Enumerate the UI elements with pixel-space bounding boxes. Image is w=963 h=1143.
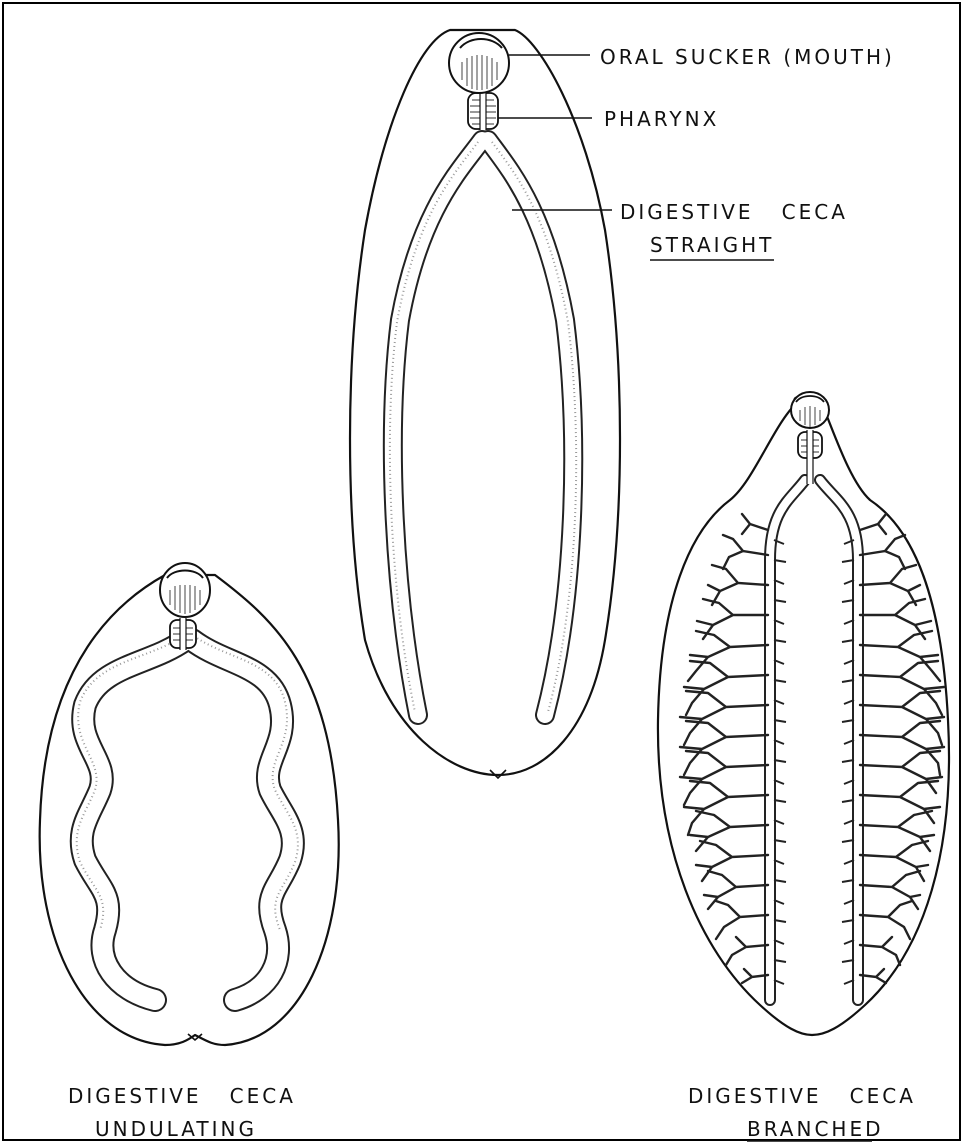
pharynx-straight [468,92,498,130]
label-digestive-ceca-top: DIGESTIVE CECA [620,200,848,224]
label-digestive-ceca-right: DIGESTIVE CECA [688,1084,916,1108]
label-oral-sucker: ORAL SUCKER (MOUTH) [600,45,895,69]
body-outline-branched [658,400,949,1035]
pharynx-undulating [170,618,196,650]
fluke-branched-ceca [658,392,949,1035]
label-branched: BRANCHED [747,1117,884,1141]
oral-sucker-straight [449,33,509,93]
oral-sucker-undulating [160,563,210,617]
fluke-undulating-ceca [40,563,339,1045]
oral-sucker-branched [791,392,829,428]
label-undulating: UNDULATING [95,1117,257,1141]
label-straight: STRAIGHT [650,233,774,257]
label-digestive-ceca-left: DIGESTIVE CECA [68,1084,296,1108]
label-pharynx: PHARYNX [604,107,719,131]
fluke-straight-ceca [350,30,620,778]
